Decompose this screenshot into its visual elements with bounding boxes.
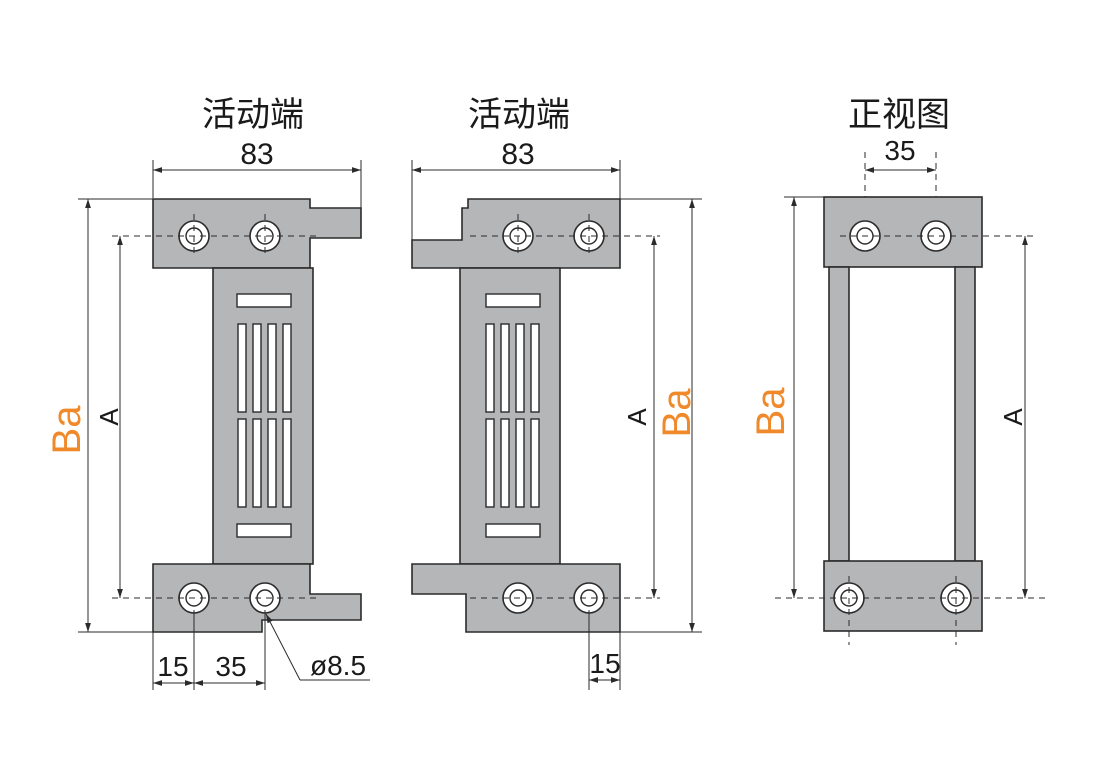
hole-pitch-label: 35	[215, 651, 246, 682]
width-dimension-label: 83	[240, 138, 273, 171]
left-view: 活动端 83	[45, 95, 370, 690]
vent-slots	[485, 323, 540, 508]
top-end-block	[823, 196, 983, 268]
left-view-title: 活动端	[202, 95, 304, 135]
slot-horizontal	[485, 523, 541, 538]
slot-horizontal	[485, 293, 541, 308]
mounting-hole	[573, 582, 605, 614]
right-view-title: 正视图	[848, 95, 950, 135]
hole-pitch-label: 35	[884, 135, 915, 166]
vent-slots	[237, 323, 292, 508]
a-label: A	[94, 408, 124, 426]
ba-label: Ba	[749, 387, 793, 437]
mounting-hole	[920, 220, 952, 252]
width-dimension-label: 83	[501, 138, 534, 171]
hole-offset-label: 15	[589, 648, 620, 679]
mounting-hole	[249, 582, 281, 614]
right-view: 正视图 35 Ba A	[749, 95, 1045, 645]
ba-label: Ba	[655, 388, 699, 438]
a-label: A	[998, 408, 1028, 426]
leader-line	[265, 613, 301, 681]
middle-view: 活动端 83	[411, 95, 702, 690]
hole-diameter-label: ø8.5	[310, 650, 366, 681]
center-body	[212, 267, 314, 565]
slot-horizontal	[236, 523, 292, 538]
a-label: A	[622, 408, 652, 426]
ba-label: Ba	[45, 405, 89, 455]
middle-view-title: 活动端	[468, 95, 570, 135]
side-rail-left	[828, 266, 850, 562]
hole-offset-label: 15	[157, 651, 188, 682]
slot-horizontal	[236, 293, 292, 308]
side-rail-right	[954, 266, 976, 562]
center-body	[459, 267, 561, 565]
